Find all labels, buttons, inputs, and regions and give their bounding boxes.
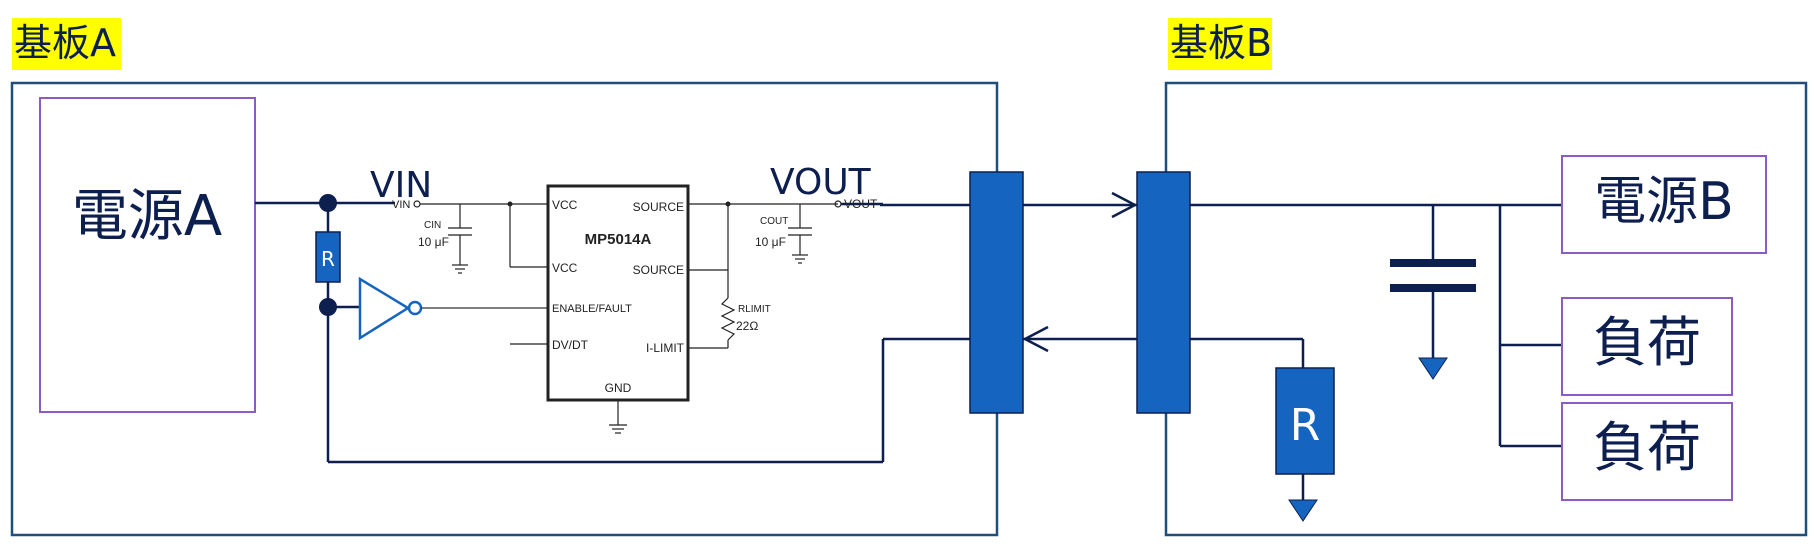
connector-a — [969, 171, 1024, 414]
board-a-wires — [255, 201, 970, 464]
ground-icon — [1418, 357, 1448, 380]
pin-vcc2: VCC — [552, 261, 578, 275]
ground-icon — [1288, 499, 1318, 522]
pin-enable: ENABLE/FAULT — [552, 303, 632, 315]
board-a-outline — [10, 81, 999, 537]
board-b-title-bg — [1168, 18, 1272, 70]
board-a-title-bg — [12, 18, 121, 70]
board-b-title: 基板B — [1170, 21, 1272, 65]
pin-gnd: GND — [605, 381, 632, 395]
load-block-1 — [1561, 297, 1733, 396]
interconnect — [1022, 191, 1138, 353]
node-dot — [725, 201, 731, 207]
capacitor-icon — [1390, 259, 1476, 292]
board-b-wires — [1190, 203, 1562, 500]
connector-b — [1136, 171, 1191, 414]
vout-pin-text: VOUT — [844, 197, 878, 211]
inverter-icon — [358, 276, 548, 341]
vin-pin-text: VIN — [392, 199, 410, 211]
load-1-label: 負荷 — [1593, 311, 1701, 374]
resistor-icon: R — [1275, 367, 1335, 475]
load-2-label: 負荷 — [1593, 416, 1701, 479]
power-a-label: 電源A — [72, 184, 222, 249]
pin-ilimit: I-LIMIT — [646, 341, 685, 355]
resistor-b-label: R — [1290, 400, 1321, 451]
cin-value: 10 μF — [418, 235, 449, 249]
vin-label: VIN — [370, 165, 432, 206]
arrow-right-icon — [1111, 191, 1138, 219]
board-a: 基板A 電源A R VIN — [10, 18, 1024, 537]
node-dot — [507, 201, 513, 207]
pin-source2: SOURCE — [633, 263, 684, 277]
power-b-label: 電源B — [1594, 172, 1734, 232]
resistor-a-label: R — [321, 247, 335, 271]
rlimit-value: 22Ω — [736, 319, 758, 333]
schematic-text: VIN CIN 10 μF VCC VCC ENABLE/FAULT DV/DT… — [392, 197, 878, 395]
arrow-left-icon — [1022, 325, 1049, 353]
cin-label: CIN — [424, 220, 441, 231]
junction-dot — [319, 194, 337, 212]
power-a-block — [39, 97, 256, 413]
board-b: 基板B R 電源B — [1136, 18, 1808, 537]
vout-label: VOUT — [770, 162, 872, 203]
pin-source1: SOURCE — [633, 200, 684, 214]
resistor-icon: R — [315, 231, 341, 283]
ic-name: MP5014A — [585, 231, 652, 248]
cout-label: COUT — [760, 216, 788, 227]
schematic — [413, 184, 883, 434]
cout-value: 10 μF — [755, 235, 786, 249]
power-b-block — [1561, 155, 1767, 254]
load-block-2 — [1561, 402, 1733, 501]
junction-dot — [319, 298, 337, 316]
pin-dvdt: DV/DT — [552, 338, 589, 352]
rlimit-label: RLIMIT — [738, 304, 771, 315]
pin-vcc1: VCC — [552, 198, 578, 212]
board-a-title: 基板A — [14, 21, 116, 65]
